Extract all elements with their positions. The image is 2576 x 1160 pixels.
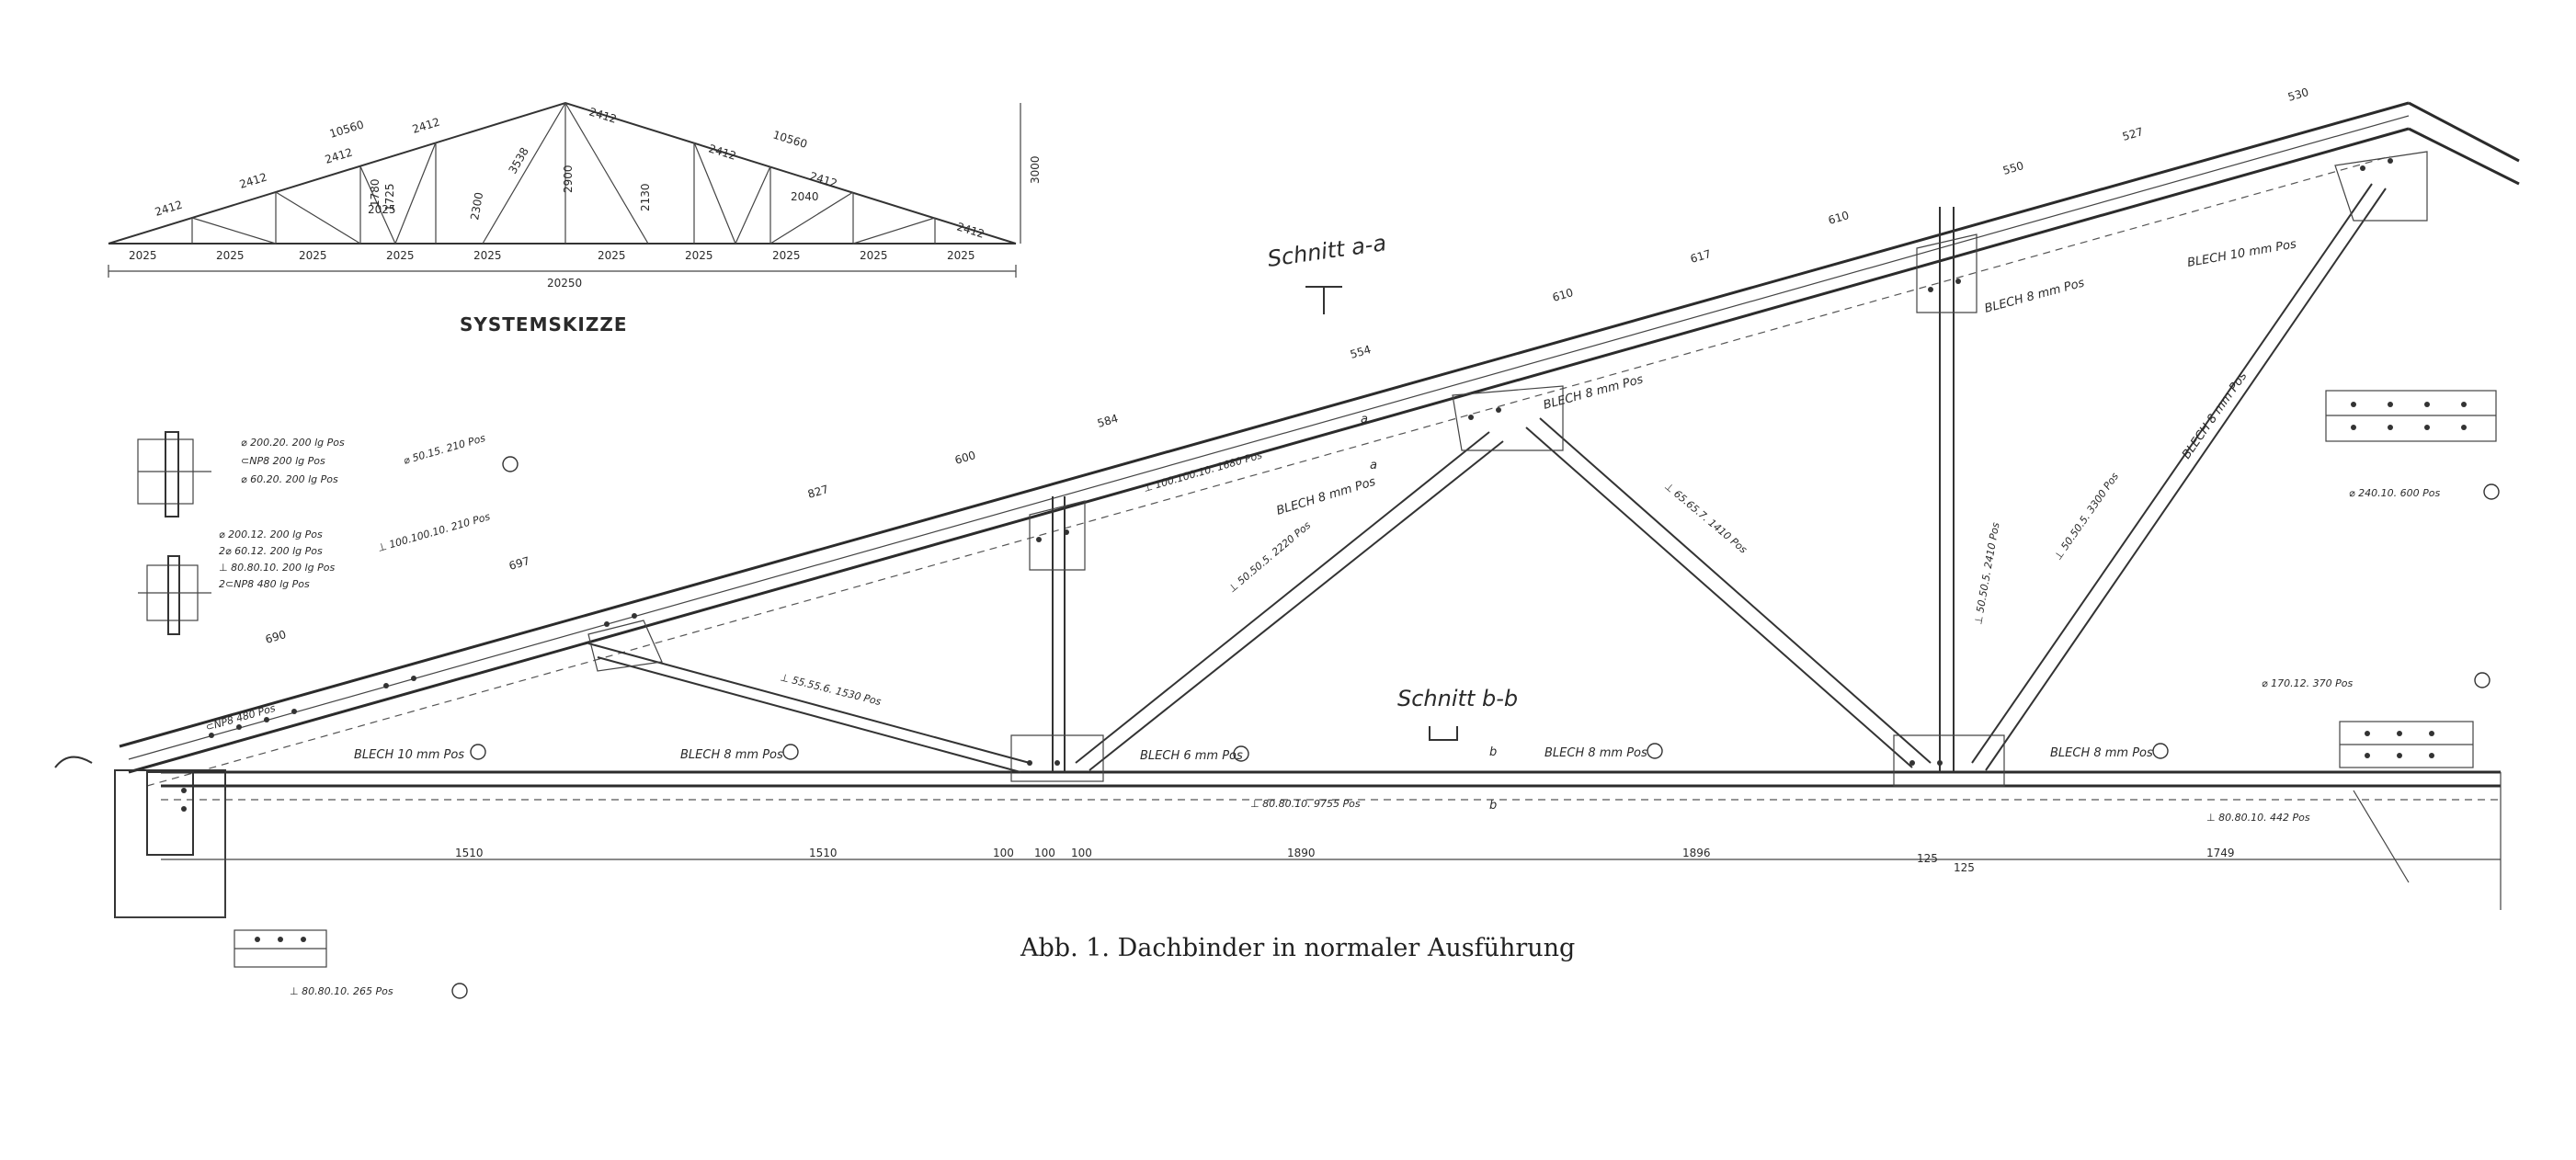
top-dim: 827	[806, 483, 830, 501]
plate-labels: BLECH 10 mm Pos BLECH 8 mm Pos BLECH 8 m…	[354, 237, 2297, 763]
member-label: ⊥ 50.50.5. 3300 Pos	[2052, 471, 2121, 563]
sketch-bay: 2025	[386, 249, 415, 262]
sketch-member: 2025	[368, 203, 396, 216]
detail-label: ⊥ 80.80.10. 200 lg Pos	[219, 562, 335, 574]
plate-label: BLECH 8 mm Pos	[680, 748, 783, 762]
bottom-dim: 1890	[1287, 847, 1316, 859]
sketch-total-span: 20250	[547, 277, 582, 290]
section-b-mark: b	[1489, 799, 1497, 813]
sketch-bay: 2025	[129, 249, 157, 262]
plate-label: BLECH 6 mm Pos	[1140, 749, 1243, 763]
member-labels: ⊥ 100.100.10. 1680 Pos ⊥ 100.100.10. 210…	[204, 432, 2440, 997]
top-dim: 584	[1096, 412, 1120, 430]
bottom-dim: 100	[993, 847, 1014, 859]
sketch-member: 2900	[562, 165, 575, 193]
sketch-bay: 2025	[473, 249, 502, 262]
sketch-member: 2130	[639, 183, 652, 211]
figure-caption: Abb. 1. Dachbinder in normaler Ausführun…	[1020, 934, 1575, 962]
sketch-half-span-right: 10560	[771, 128, 809, 151]
bottom-dim: 125	[1917, 852, 1938, 865]
sketch-half-span-left: 10560	[328, 118, 366, 141]
sketch-bay: 2025	[299, 249, 327, 262]
dimensions: 1510 1510 100 100 100 1890 1896 1749 125…	[161, 85, 2501, 874]
top-dim: 530	[2286, 85, 2310, 104]
plate-label: BLECH 8 mm Pos	[1542, 372, 1645, 412]
bottom-dim: 100	[1071, 847, 1092, 859]
member-label: ⌀ 170.12. 370 Pos	[2262, 677, 2353, 689]
plate-label: BLECH 8 mm Pos	[1544, 746, 1647, 760]
bottom-dim: 125	[1954, 861, 1975, 874]
position-circles	[451, 456, 2500, 999]
member-label: ⊥ 50.50.5. 2410 Pos	[1972, 521, 2001, 625]
member-label: ⌀ 50.15. 210 Pos	[402, 432, 486, 467]
sketch-bay: 2025	[685, 249, 713, 262]
section-a-mark: a	[1361, 413, 1368, 426]
sketch-member: 2300	[468, 191, 485, 222]
top-dim: 690	[264, 628, 288, 646]
plate-label: BLECH 8 mm Pos	[1983, 276, 2086, 315]
sketch-height: 3000	[1029, 155, 1042, 184]
sketch-member: 1780	[369, 178, 382, 207]
plate-label: BLECH 8 mm Pos	[2180, 370, 2251, 461]
section-a-mark: a	[1370, 459, 1377, 472]
main-truss	[54, 101, 2520, 918]
bottom-dim: 1510	[809, 847, 838, 859]
sketch-bay: 2025	[216, 249, 245, 262]
sketch-bay: 2025	[947, 249, 975, 262]
bottom-dim: 1896	[1682, 847, 1711, 859]
sketch-member: 2040	[791, 190, 819, 203]
section-b-label: Schnitt b-b	[1397, 686, 1518, 711]
top-dim: 617	[1689, 247, 1713, 266]
detail-label: ⌀ 200.12. 200 lg Pos	[219, 529, 323, 540]
member-label: ⊥ 80.80.10. 9755 Pos	[1250, 798, 1361, 810]
sketch-member: 1725	[383, 183, 396, 211]
top-dim: 697	[507, 554, 531, 573]
detail-label: ⊂NP8 200 lg Pos	[241, 455, 325, 467]
member-label: ⌀ 240.10. 600 Pos	[2349, 487, 2440, 499]
sketch-member: 3538	[506, 145, 530, 176]
top-dim: 600	[953, 449, 977, 467]
detail-label: ⌀ 200.20. 200 lg Pos	[241, 437, 345, 449]
sketch-top-seg: 2412	[154, 199, 184, 219]
detail-label: 2⌀ 60.12. 200 lg Pos	[219, 545, 323, 557]
member-label: ⊥ 65.65.7. 1410 Pos	[1662, 480, 1750, 556]
top-dim: 610	[1551, 286, 1575, 304]
member-label: ⊥ 55.55.6. 1530 Pos	[779, 671, 883, 708]
member-label: ⊥ 100.100.10. 210 Pos	[376, 510, 492, 553]
sketch-top-seg: 2412	[955, 220, 986, 240]
top-dim: 610	[1827, 209, 1851, 227]
section-b-mark: b	[1489, 745, 1497, 759]
sketch-bay: 2025	[598, 249, 626, 262]
sketch-top-seg: 2412	[238, 171, 268, 191]
plate-label: BLECH 10 mm Pos	[2186, 237, 2297, 270]
bottom-dim: 100	[1034, 847, 1055, 859]
detail-label: ⌀ 60.20. 200 lg Pos	[241, 473, 338, 485]
top-dim: 550	[2001, 159, 2025, 177]
sketch-top-seg: 2412	[707, 142, 737, 162]
rivets	[181, 158, 2393, 812]
sketch-bay: 2025	[772, 249, 801, 262]
sketch-top-seg: 2412	[808, 169, 838, 189]
left-details: ⌀ 200.20. 200 lg Pos ⊂NP8 200 lg Pos ⌀ 6…	[137, 431, 345, 635]
sketch-top-seg: 2412	[324, 146, 354, 166]
section-a-label: Schnitt a-a	[1266, 230, 1388, 272]
top-dim: 554	[1349, 343, 1373, 361]
sketch-title: SYSTEMSKIZZE	[460, 313, 628, 335]
bottom-dim: 1510	[455, 847, 484, 859]
sketch-bay: 2025	[860, 249, 888, 262]
member-label: ⊥ 80.80.10. 265 Pos	[290, 985, 393, 997]
sketch-top-seg: 2412	[411, 116, 441, 136]
plate-label: BLECH 8 mm Pos	[1275, 475, 1378, 518]
member-label: ⊥ 80.80.10. 442 Pos	[2206, 812, 2310, 824]
top-dim: 527	[2121, 125, 2145, 143]
sketch-top-seg: 2412	[587, 105, 618, 125]
plate-label: BLECH 10 mm Pos	[354, 748, 464, 762]
right-details	[234, 390, 2497, 968]
plate-label: BLECH 8 mm Pos	[2050, 746, 2153, 760]
bottom-dim: 1749	[2206, 847, 2235, 859]
detail-label: 2⊂NP8 480 lg Pos	[219, 578, 310, 590]
system-sketch: 3000 10560 10560 2412 2412 2412 2412 241…	[108, 101, 1042, 335]
